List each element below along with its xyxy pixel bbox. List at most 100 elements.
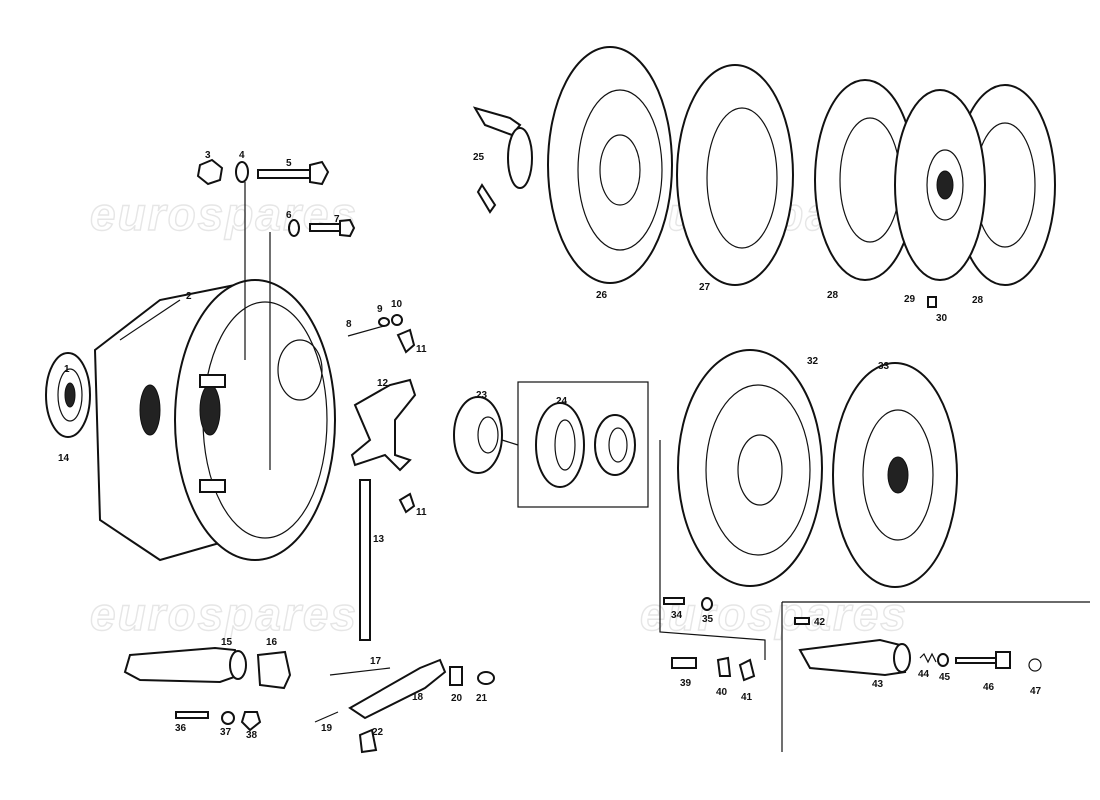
callout-label: 29 — [904, 294, 916, 305]
part-bearing-ring[interactable] — [45, 352, 91, 438]
callout-label: 25 — [473, 152, 485, 163]
part-rubber-boot[interactable] — [256, 650, 292, 690]
part-clutch-bell-housing[interactable] — [93, 279, 336, 562]
part-spring[interactable] — [919, 652, 937, 664]
callout-label: 7 — [334, 214, 340, 225]
callout-label: 46 — [983, 682, 995, 693]
part-pressure-plate[interactable] — [547, 46, 673, 284]
part-washer[interactable] — [378, 317, 390, 327]
callout-label: 36 — [175, 723, 187, 734]
callout-label: 45 — [939, 672, 951, 683]
callout-label: 20 — [451, 693, 463, 704]
part-release-bearing[interactable] — [453, 396, 503, 474]
leader-line — [659, 440, 766, 660]
part-pressure-plate[interactable] — [677, 349, 823, 587]
callout-label: 12 — [377, 378, 389, 389]
callout-label: 28 — [972, 295, 984, 306]
callout-label: 3 — [205, 150, 211, 161]
part-spring-clip[interactable] — [398, 492, 416, 514]
part-nut[interactable] — [449, 666, 463, 686]
callout-label: 4 — [239, 150, 245, 161]
callout-label: 2 — [186, 291, 192, 302]
callout-label: 6 — [286, 210, 292, 221]
part-pin[interactable] — [314, 711, 339, 723]
callout-labels: 1 2 3 4 5 6 7 8 9 10 11 11 12 13 14 15 1… — [58, 150, 1042, 741]
part-washer[interactable] — [288, 219, 300, 237]
part-slave-cylinder[interactable] — [798, 638, 911, 677]
part-slave-cylinder[interactable] — [123, 646, 247, 684]
callout-label: 37 — [220, 727, 232, 738]
part-circlip[interactable] — [1028, 658, 1042, 672]
callout-label: 40 — [716, 687, 728, 698]
part-cap[interactable] — [477, 671, 495, 685]
callout-label: 24 — [556, 396, 568, 407]
part-washer[interactable] — [701, 597, 713, 611]
part-long-bolt[interactable] — [257, 160, 330, 186]
part-union[interactable] — [671, 657, 697, 669]
callout-label: 21 — [476, 693, 488, 704]
callout-label: 42 — [814, 617, 826, 628]
part-nut[interactable] — [391, 314, 403, 326]
part-clip[interactable] — [716, 656, 732, 677]
part-spring-clip[interactable] — [358, 728, 378, 754]
callout-label: 11 — [416, 344, 427, 355]
part-push-rod[interactable] — [955, 651, 1011, 669]
callout-label: 8 — [346, 319, 352, 330]
callout-label: 16 — [266, 637, 278, 648]
callout-label: 39 — [680, 678, 692, 689]
callout-label: 33 — [878, 361, 890, 372]
leader-line — [501, 439, 519, 446]
callout-label: 9 — [377, 304, 383, 315]
part-bolt[interactable] — [309, 218, 356, 238]
part-adjuster-rod[interactable] — [329, 667, 391, 676]
callout-label: 41 — [741, 692, 753, 703]
part-nut[interactable] — [240, 711, 262, 732]
callout-label: 26 — [596, 290, 608, 301]
callout-label: 5 — [286, 158, 292, 169]
part-clutch-disc[interactable] — [832, 362, 958, 588]
part-pressure-plate-ring[interactable] — [676, 64, 794, 286]
watermark: eurospares — [90, 588, 358, 640]
callout-label: 30 — [936, 313, 948, 324]
part-spring-clip[interactable] — [396, 328, 416, 354]
callout-label: 13 — [373, 534, 385, 545]
callout-label: 38 — [246, 730, 258, 741]
callout-label: 22 — [372, 727, 384, 738]
callout-label: 19 — [321, 723, 333, 734]
callout-label: 43 — [872, 679, 884, 690]
callout-label: 1 — [64, 364, 70, 375]
callout-label: 32 — [807, 356, 819, 367]
callout-label: 23 — [476, 390, 488, 401]
part-washer[interactable] — [937, 653, 949, 667]
part-clip[interactable] — [738, 658, 756, 682]
part-release-bearing-set[interactable] — [517, 381, 649, 508]
callout-label: 18 — [412, 692, 424, 703]
callout-label: 44 — [918, 669, 930, 680]
part-stud[interactable] — [175, 711, 209, 719]
part-clutch-disc[interactable] — [894, 89, 986, 281]
callout-label: 28 — [827, 290, 839, 301]
part-clutch-lever[interactable] — [348, 658, 447, 720]
part-stud[interactable] — [347, 325, 385, 337]
section-divider — [781, 601, 1090, 752]
callout-label: 10 — [391, 299, 403, 310]
part-washer[interactable] — [235, 161, 249, 183]
callout-label: 34 — [671, 610, 683, 621]
part-nut[interactable] — [221, 711, 235, 725]
part-small-bolt[interactable] — [927, 296, 937, 308]
watermark: eurospares — [90, 188, 358, 240]
part-clutch-fork[interactable] — [350, 378, 417, 472]
part-link-plate[interactable] — [472, 106, 533, 214]
part-fork-rod[interactable] — [359, 479, 371, 641]
callout-label: 11 — [416, 507, 427, 518]
part-bolt[interactable] — [663, 597, 685, 605]
callout-label: 35 — [702, 614, 714, 625]
callout-label: 15 — [221, 637, 233, 648]
part-nut[interactable] — [196, 158, 224, 186]
watermark: eurospares — [640, 588, 908, 640]
part-bleed-screw[interactable] — [794, 617, 810, 625]
callout-label: 14 — [58, 453, 70, 464]
callout-label: 47 — [1030, 686, 1042, 697]
callout-label: 27 — [699, 282, 711, 293]
